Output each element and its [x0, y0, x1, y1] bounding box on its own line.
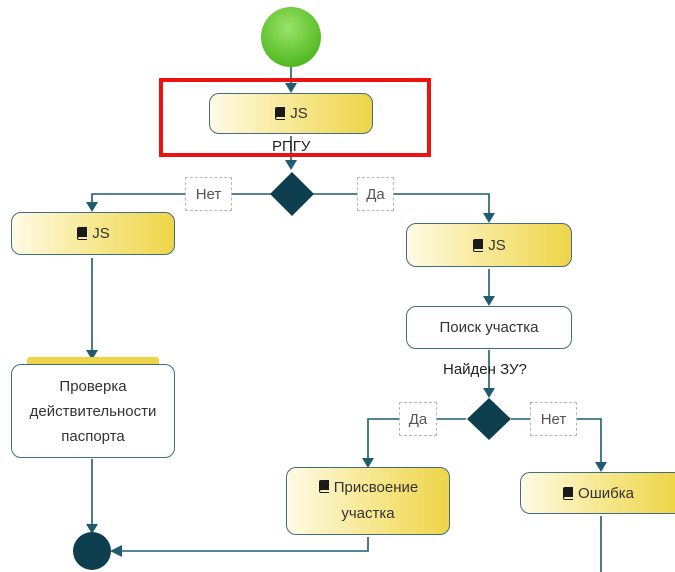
decision-label-found: Найден ЗУ?	[443, 361, 527, 378]
task-js-left[interactable]: JS	[11, 212, 175, 255]
task-error[interactable]: Ошибка	[520, 472, 675, 514]
book-icon	[77, 227, 88, 240]
edge-label-yes: Да	[399, 402, 437, 436]
start-event[interactable]	[261, 7, 321, 67]
book-icon	[318, 480, 329, 493]
task-label: Поиск участка	[439, 319, 539, 336]
arrowhead	[483, 296, 495, 306]
book-icon	[473, 238, 484, 252]
arrowhead	[285, 160, 297, 170]
book-icon	[275, 107, 286, 120]
edge-yes-branch	[313, 193, 490, 215]
book-icon	[563, 486, 574, 500]
arrowhead	[86, 202, 98, 212]
end-event[interactable]	[73, 532, 111, 570]
task-label-line: паспорта	[61, 427, 125, 445]
task-label: JS	[488, 236, 506, 254]
task-label-line: участка	[341, 505, 395, 522]
task-js-top[interactable]: JS	[209, 93, 373, 134]
arrowhead	[483, 213, 495, 223]
arrowhead	[362, 458, 374, 468]
task-search-plot[interactable]: Поиск участка	[406, 306, 572, 349]
task-label-line: действительности	[29, 402, 157, 420]
arrowhead	[86, 350, 98, 360]
task-passport-check[interactable]: Проверка действительности паспорта	[11, 364, 175, 458]
decision-gateway-rpgu[interactable]	[270, 172, 314, 216]
arrowhead	[483, 388, 495, 398]
arrowhead	[110, 545, 122, 557]
edge-assign-to-end	[112, 537, 369, 552]
edge-label-yes: Да	[357, 177, 394, 211]
task-label: JS	[92, 225, 110, 242]
task-assign-plot[interactable]: Присвоение участка	[286, 467, 450, 535]
decision-label-rpgu: РПГУ	[272, 138, 311, 155]
arrowhead	[86, 524, 98, 534]
task-js-right[interactable]: JS	[406, 223, 572, 267]
edge-label-no: Нет	[530, 402, 577, 436]
arrowhead	[285, 83, 297, 93]
edge-label-no: Нет	[185, 177, 232, 211]
task-label: JS	[290, 105, 308, 122]
edge-no-branch	[91, 193, 271, 205]
task-label-line: Присвоение	[318, 475, 419, 501]
task-label: Присвоение	[333, 479, 419, 496]
selection-frame	[159, 78, 431, 157]
task-label: Ошибка	[578, 484, 634, 502]
decision-gateway-found[interactable]	[467, 398, 511, 440]
arrowhead	[595, 462, 607, 472]
task-label-line: Проверка	[59, 377, 127, 395]
